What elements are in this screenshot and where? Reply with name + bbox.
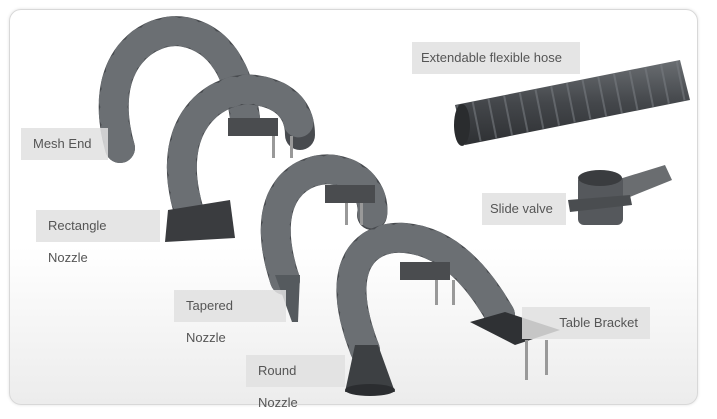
- hose-arc-round-nozzle: [336, 222, 515, 365]
- hose-arc-rectangle-nozzle: [166, 74, 315, 230]
- round-nozzle: [345, 345, 395, 392]
- extendable-hose: [454, 60, 690, 146]
- table-brackets: [228, 118, 560, 380]
- label-round-nozzle: Round Nozzle: [246, 355, 345, 410]
- label-mesh-end: Mesh End: [21, 128, 108, 160]
- tapered-nozzle: [275, 275, 300, 322]
- label-tapered-nozzle: Tapered Nozzle: [174, 290, 286, 345]
- label-extendable-hose: Extendable flexible hose: [412, 42, 580, 74]
- label-table-bracket: Table Bracket: [522, 307, 650, 339]
- slide-valve: [568, 165, 672, 225]
- label-rectangle-nozzle: Rectangle Nozzle: [36, 210, 160, 265]
- rectangle-nozzle: [165, 200, 235, 242]
- label-slide-valve: Slide valve: [482, 193, 566, 225]
